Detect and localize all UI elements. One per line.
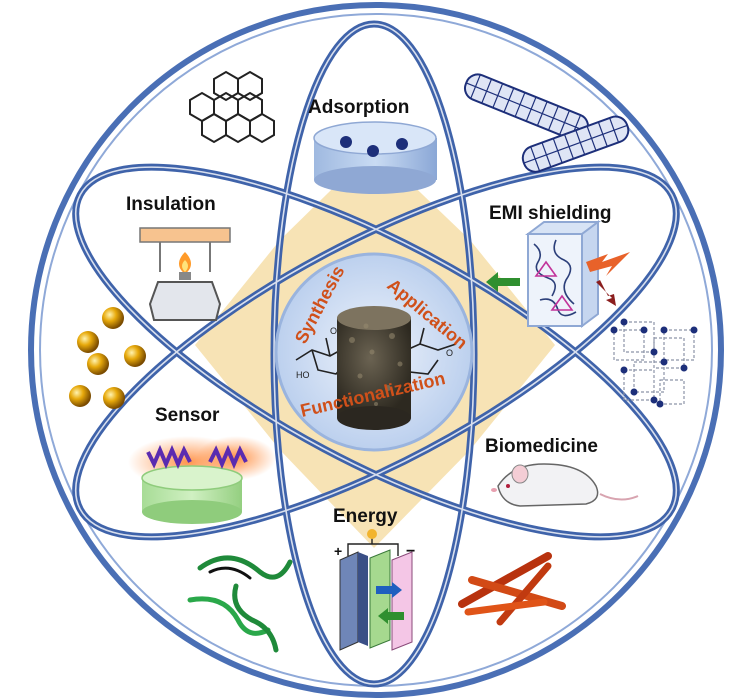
battery-plus-sign: + (334, 543, 342, 559)
label-adsorption: Adsorption (308, 97, 409, 118)
emi-shield-icon (486, 220, 630, 328)
nanoparticles-icon (69, 307, 146, 409)
reflected-wave-arrow (596, 280, 616, 306)
label-biomedicine: Biomedicine (485, 436, 598, 457)
nanofiber-icon (187, 555, 293, 653)
insulation-heater-icon (139, 227, 231, 321)
graphene-icon (189, 70, 275, 144)
nanotube-icon (463, 73, 630, 173)
sponge-icon (337, 306, 411, 430)
label-emi-shielding: EMI shielding (489, 203, 611, 224)
molecule-ho-label: HO (296, 370, 310, 380)
molecule-o-label: O (446, 348, 453, 358)
molecule-oh-label: OH (330, 326, 344, 336)
nanorod-icon (458, 552, 566, 626)
center-hub: OH HO O Synthesis Application Functional… (274, 252, 474, 452)
label-energy: Energy (333, 506, 398, 527)
lattice-icon (613, 321, 695, 405)
label-sensor: Sensor (155, 405, 220, 426)
battery-icon: + − (334, 529, 415, 651)
incident-wave-arrow (586, 252, 630, 276)
battery-minus-sign: − (406, 543, 415, 560)
transmitted-wave-arrow (486, 272, 520, 292)
sensor-icon (128, 436, 276, 524)
label-insulation: Insulation (126, 194, 216, 215)
adsorption-icon (313, 121, 437, 194)
mouse-icon (491, 463, 639, 507)
